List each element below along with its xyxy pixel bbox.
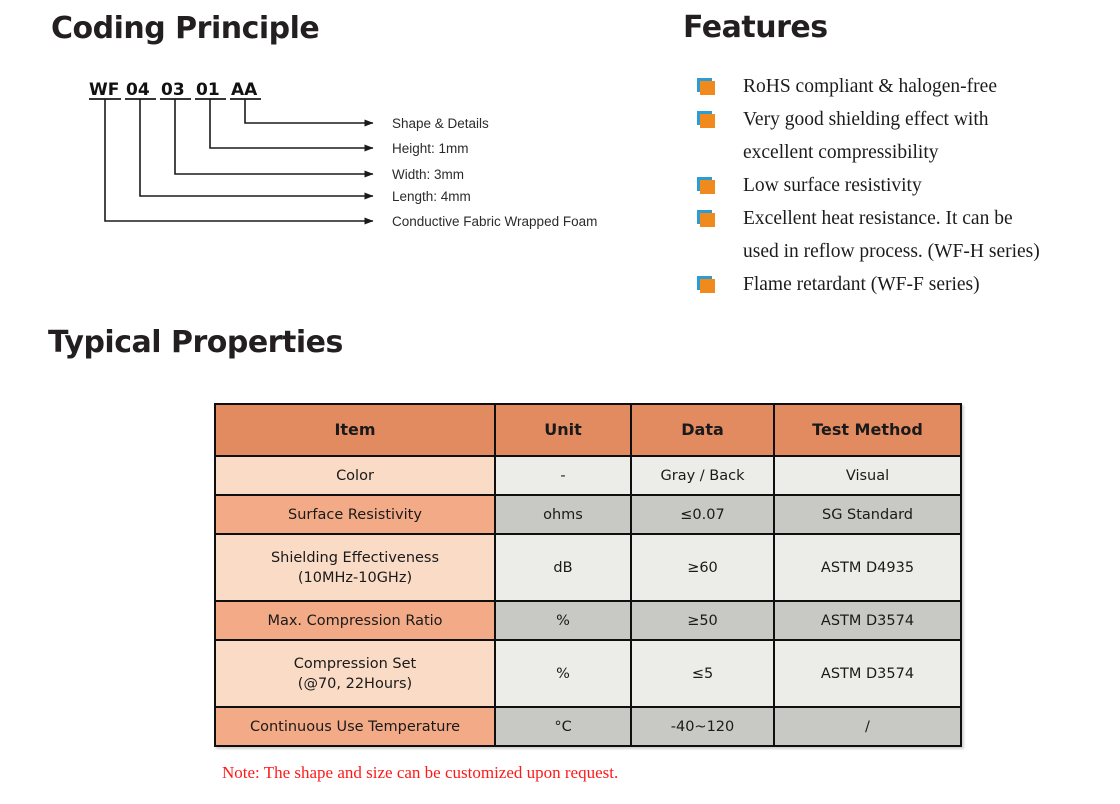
typical-properties-table: Item Unit Data Test Method Color - Gray … [214,403,962,747]
feature-item: Flame retardant (WF-F series) [697,268,1097,301]
code-segment-length: 04 [126,80,150,100]
cell-item: Surface Resistivity [214,494,496,535]
table-row: Compression Set (@70, 22Hours) % ≤5 ASTM… [214,639,962,708]
bullet-square-icon [697,103,743,136]
cell-item: Compression Set (@70, 22Hours) [214,639,496,708]
cell-item: Color [214,455,496,496]
code-segment-shape: AA [231,80,258,100]
code-segment-wf: WF [89,80,120,100]
leader-label-height: Height: 1mm [392,141,469,156]
feature-text: RoHS compliant & halogen-free [743,76,997,97]
cell-data: Gray / Back [630,455,775,496]
leader-label-width: Width: 3mm [392,167,465,182]
bullet-square-icon [697,169,743,202]
code-segment-width: 03 [161,80,185,100]
cell-data: -40~120 [630,706,775,747]
cell-unit: % [494,639,632,708]
cell-unit: dB [494,533,632,602]
cell-unit: - [494,455,632,496]
cell-test-method: ASTM D3574 [773,639,962,708]
feature-text: Flame retardant (WF-F series) [743,274,980,295]
feature-text: Very good shielding effect with excellen… [743,109,989,163]
cell-data: ≤0.07 [630,494,775,535]
cell-test-method: / [773,706,962,747]
coding-principle-diagram: WF 04 03 01 AA Shape & Details Height: 1… [0,0,680,250]
features-list: RoHS compliant & halogen-free Very good … [697,70,1097,301]
bullet-square-icon [697,70,743,103]
column-header-test-method: Test Method [773,403,962,457]
feature-item: Excellent heat resistance. It can be use… [697,202,1097,268]
leader-label-shape: Shape & Details [392,116,489,131]
cell-test-method: SG Standard [773,494,962,535]
cell-data: ≤5 [630,639,775,708]
table-row: Shielding Effectiveness (10MHz-10GHz) dB… [214,533,962,602]
cell-test-method: ASTM D3574 [773,600,962,641]
cell-data: ≥60 [630,533,775,602]
feature-item: Very good shielding effect with excellen… [697,103,1097,169]
cell-item: Continuous Use Temperature [214,706,496,747]
column-header-data: Data [630,403,775,457]
table-row: Surface Resistivity ohms ≤0.07 SG Standa… [214,494,962,535]
table-row: Color - Gray / Back Visual [214,455,962,496]
table-row: Continuous Use Temperature °C -40~120 / [214,706,962,747]
coding-leader-lines [89,98,374,225]
feature-item: Low surface resistivity [697,169,1097,202]
cell-item: Shielding Effectiveness (10MHz-10GHz) [214,533,496,602]
cell-unit: ohms [494,494,632,535]
table-header-row: Item Unit Data Test Method [214,403,962,457]
cell-unit: °C [494,706,632,747]
code-segment-height: 01 [196,80,220,100]
coding-principle-title: Coding Principle [51,11,320,46]
leader-label-material: Conductive Fabric Wrapped Foam [392,214,598,229]
feature-item: RoHS compliant & halogen-free [697,70,1097,103]
column-header-item: Item [214,403,496,457]
leader-label-length: Length: 4mm [392,189,471,204]
cell-test-method: ASTM D4935 [773,533,962,602]
cell-test-method: Visual [773,455,962,496]
features-title: Features [683,10,828,45]
column-header-unit: Unit [494,403,632,457]
cell-data: ≥50 [630,600,775,641]
cell-item: Max. Compression Ratio [214,600,496,641]
bullet-square-icon [697,202,743,235]
feature-text: Low surface resistivity [743,175,922,196]
table-note: Note: The shape and size can be customiz… [222,763,619,782]
feature-text: Excellent heat resistance. It can be use… [743,208,1040,262]
bullet-square-icon [697,268,743,301]
table-row: Max. Compression Ratio % ≥50 ASTM D3574 [214,600,962,641]
typical-properties-title: Typical Properties [48,325,343,360]
cell-unit: % [494,600,632,641]
